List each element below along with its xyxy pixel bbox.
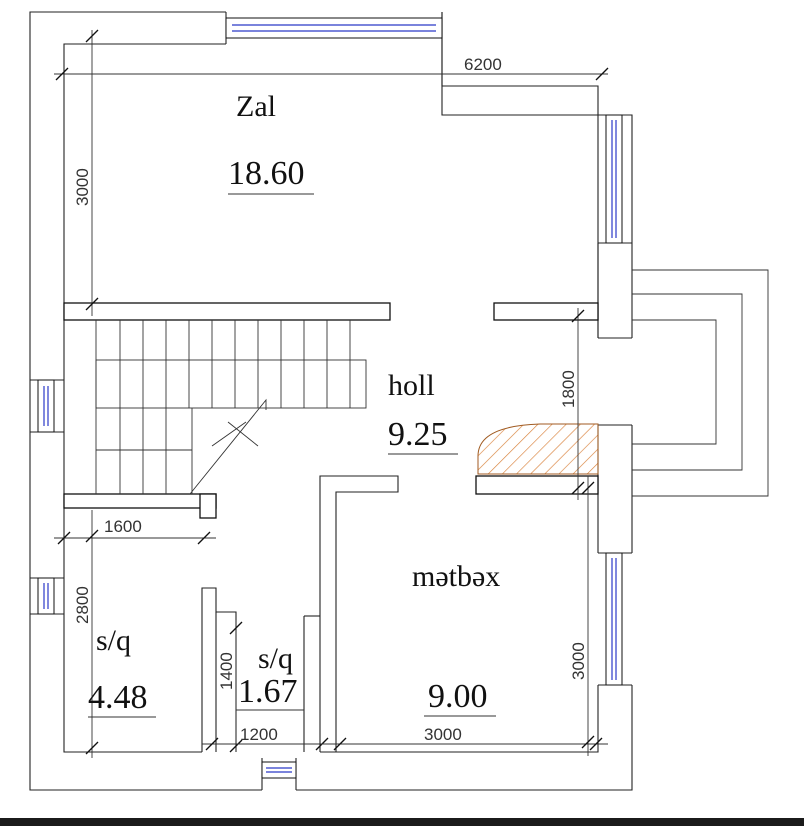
dim-sq-depth: 2800: [73, 586, 92, 624]
bottom-bar: [0, 818, 804, 826]
outer-walls: [29, 11, 633, 791]
dim-kitchen-depth: 3000: [569, 642, 588, 680]
dim-top-width: 6200: [464, 55, 502, 74]
room-area-sq-left: 4.48: [88, 679, 148, 716]
dim-kitchen-width: 3000: [424, 725, 462, 744]
window-top: [225, 17, 443, 39]
window-left-upper: [37, 379, 55, 433]
window-bottom: [261, 761, 297, 779]
window-right-upper: [605, 114, 623, 244]
room-name-zal: Zal: [236, 90, 276, 123]
dim-sq-width-top: 1600: [104, 517, 142, 536]
dim-zal-depth: 3000: [73, 168, 92, 206]
room-name-holl: holl: [388, 369, 435, 402]
room-area-zal: 18.60: [228, 155, 305, 192]
hatched-fixture: [477, 423, 599, 475]
room-name-sq-center: s/q: [258, 642, 293, 675]
dim-small-bath-width: 1200: [240, 725, 278, 744]
staircase: [95, 320, 367, 495]
dimension-lines: [54, 29, 609, 758]
room-name-metbex: mətbəx: [412, 560, 500, 593]
entrance-porch: [632, 269, 769, 497]
room-area-sq-center: 1.67: [238, 673, 298, 710]
dim-small-bath-depth: 1400: [217, 652, 236, 690]
room-name-sq-left: s/q: [96, 624, 131, 657]
window-right-lower: [605, 552, 623, 686]
dim-entry-width: 1800: [559, 370, 578, 408]
room-area-metbex: 9.00: [428, 678, 488, 715]
interior-walls: [63, 302, 599, 752]
window-left-lower: [37, 577, 55, 615]
room-area-holl: 9.25: [388, 416, 448, 453]
